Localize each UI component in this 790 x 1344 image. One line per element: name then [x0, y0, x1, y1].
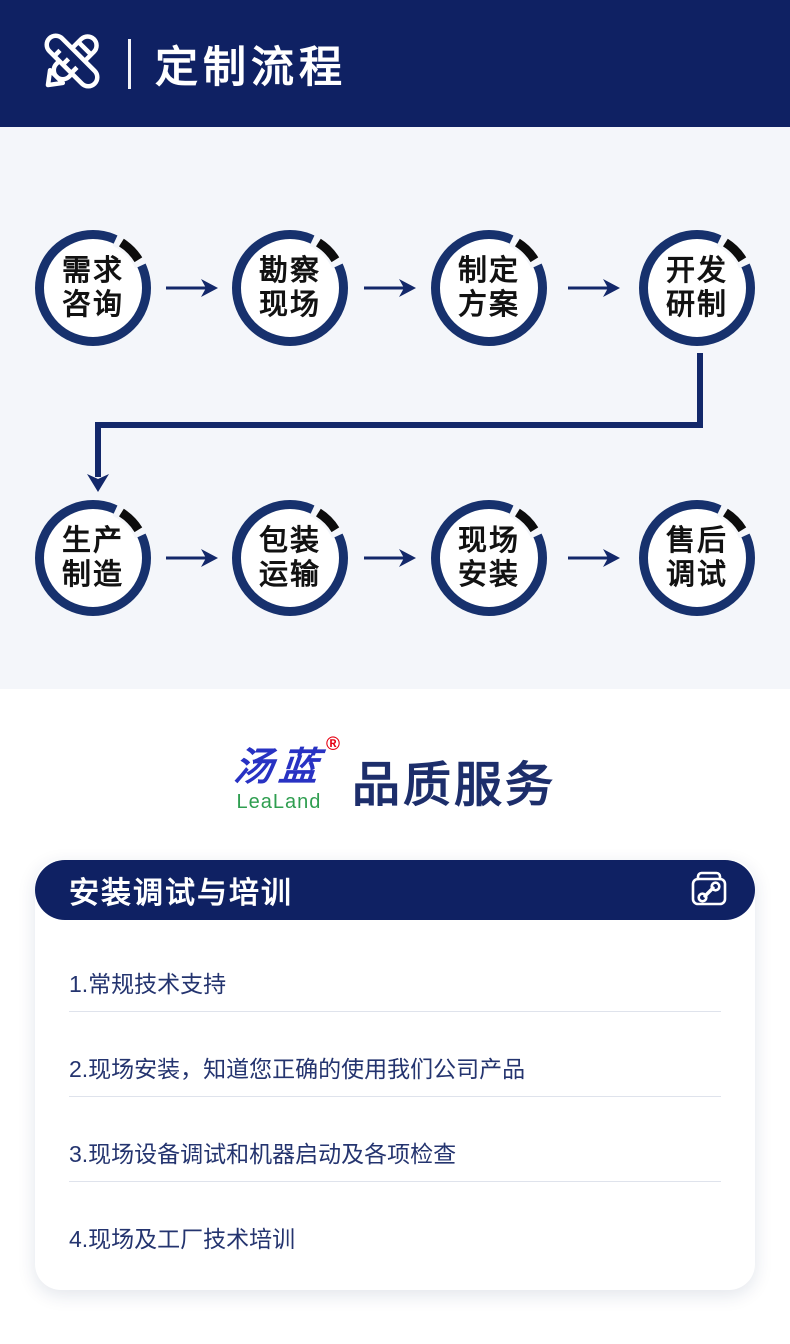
step-label: 开发 研制 [665, 255, 728, 321]
step-ring-icon [232, 500, 348, 616]
service-item-3: 3.现场设备调试和机器启动及各项检查 [69, 1097, 721, 1182]
step-ring-icon [639, 500, 755, 616]
card-title: 安装调试与培训 [69, 877, 293, 910]
step-ring-icon [35, 230, 151, 346]
step-label: 现场 安装 [457, 525, 520, 591]
step-ring-icon [639, 230, 755, 346]
process-flow-diagram: 需求 咨询 勘察 现场 制定 方案 [0, 127, 790, 689]
step-label: 需求 咨询 [61, 255, 124, 321]
step-ring-icon [35, 500, 151, 616]
section-title: 定制流程 [155, 43, 347, 92]
step-label: 生产 制造 [61, 525, 124, 591]
flow-step-2: 勘察 现场 [232, 230, 348, 346]
quality-service-title: 品质服务 [352, 759, 557, 812]
flow-step-6: 包装 运输 [232, 500, 348, 616]
step-ring-icon [431, 500, 547, 616]
flow-step-5: 生产 制造 [35, 500, 151, 616]
registered-trademark-icon: ® [326, 734, 340, 755]
logo-english-text: LeaLand [236, 791, 322, 813]
step-label: 勘察 现场 [258, 255, 321, 321]
toolbox-wrench-icon [687, 867, 731, 914]
installation-training-card: 安装调试与培训 1.常规技术支持 2.现场安装，知道您正确的使用我们公司产品 3… [35, 860, 755, 1290]
flow-step-8: 售后 调试 [639, 500, 755, 616]
card-body: 1.常规技术支持 2.现场安装，知道您正确的使用我们公司产品 3.现场设备调试和… [35, 920, 755, 1290]
step-ring-icon [431, 230, 547, 346]
step-ring-icon [232, 230, 348, 346]
lealand-logo: 汤蓝 ® LeaLand [231, 734, 342, 814]
flow-step-4: 开发 研制 [639, 230, 755, 346]
flow-connectors [87, 279, 703, 567]
step-label: 制定 方案 [457, 255, 520, 321]
step-label: 包装 运输 [258, 525, 321, 591]
quality-service-heading: 汤蓝 ® LeaLand 品质服务 [0, 689, 790, 815]
flow-step-1: 需求 咨询 [35, 230, 151, 346]
card-header: 安装调试与培训 [35, 860, 755, 920]
flow-step-7: 现场 安装 [431, 500, 547, 616]
section-header-banner: 定制流程 [0, 0, 790, 150]
step-label: 售后 调试 [665, 525, 728, 591]
flow-step-3: 制定 方案 [431, 230, 547, 346]
ruler-pencil-icon [38, 27, 106, 100]
service-item-1: 1.常规技术支持 [69, 927, 721, 1012]
header-divider [128, 38, 131, 89]
logo-chinese-text: 汤蓝 [231, 746, 327, 789]
service-item-4: 4.现场及工厂技术培训 [69, 1226, 296, 1252]
service-item-2: 2.现场安装，知道您正确的使用我们公司产品 [69, 1012, 721, 1097]
